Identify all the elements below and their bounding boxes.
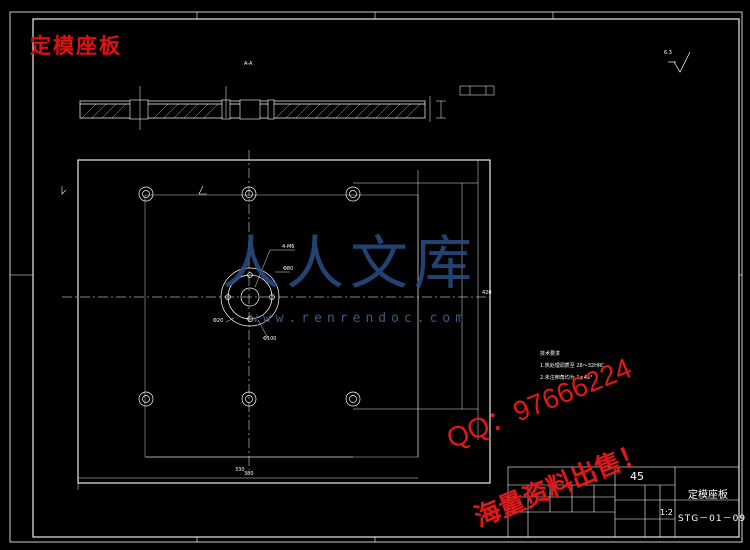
section-dim-lines [139, 86, 446, 130]
gdt-frame [459, 85, 495, 96]
sheet-border-inner [32, 18, 740, 538]
dim-small-hole: 4-M6 [282, 244, 295, 250]
border-ticks [10, 12, 742, 542]
sheet-border-outer [9, 11, 743, 543]
dim-bolt-circle: Φ80 [283, 266, 294, 272]
notes-item-2: 2.未注倒角均为 1×45° [540, 375, 593, 381]
dim-center-hole: Φ100 [263, 336, 277, 342]
center-lines [62, 150, 490, 470]
drawing-title: 定模座板 [30, 33, 122, 58]
watermark-url: www.renrendoc.com [250, 311, 469, 326]
title-block [507, 466, 740, 538]
section-label: A-A [244, 61, 253, 67]
title-block-material: 45 [630, 470, 644, 483]
section-cut-markers [61, 185, 207, 195]
title-block-part-name: 定模座板 [688, 490, 728, 501]
technical-notes: 技术要求 1.热处理调质至 28～32HRC 2.未注倒角均为 1×45° [540, 348, 605, 384]
watermark-text: 人人文库 [222, 229, 479, 297]
plate-outline [77, 159, 491, 484]
bolt-holes [138, 186, 361, 407]
section-hatching [81, 103, 421, 119]
roughness-value: 6.3 [664, 50, 672, 56]
title-block-scale: 1:2 [660, 508, 673, 517]
section-holes [129, 99, 275, 120]
dim-overall-width: 380 [244, 471, 254, 477]
roughness-symbol [668, 51, 691, 73]
leaders [225, 249, 295, 339]
plan-dimensions [77, 160, 479, 490]
notes-item-1: 1.热处理调质至 28～32HRC [540, 363, 605, 369]
dim-height: 420 [482, 290, 492, 296]
dim-hole-span: 330 [235, 467, 245, 473]
center-bore [220, 267, 280, 327]
notes-heading: 技术要求 [540, 351, 561, 357]
title-block-drawing-code: STG－01－09 [678, 514, 747, 524]
dim-center-bore: Φ20 [213, 318, 224, 324]
